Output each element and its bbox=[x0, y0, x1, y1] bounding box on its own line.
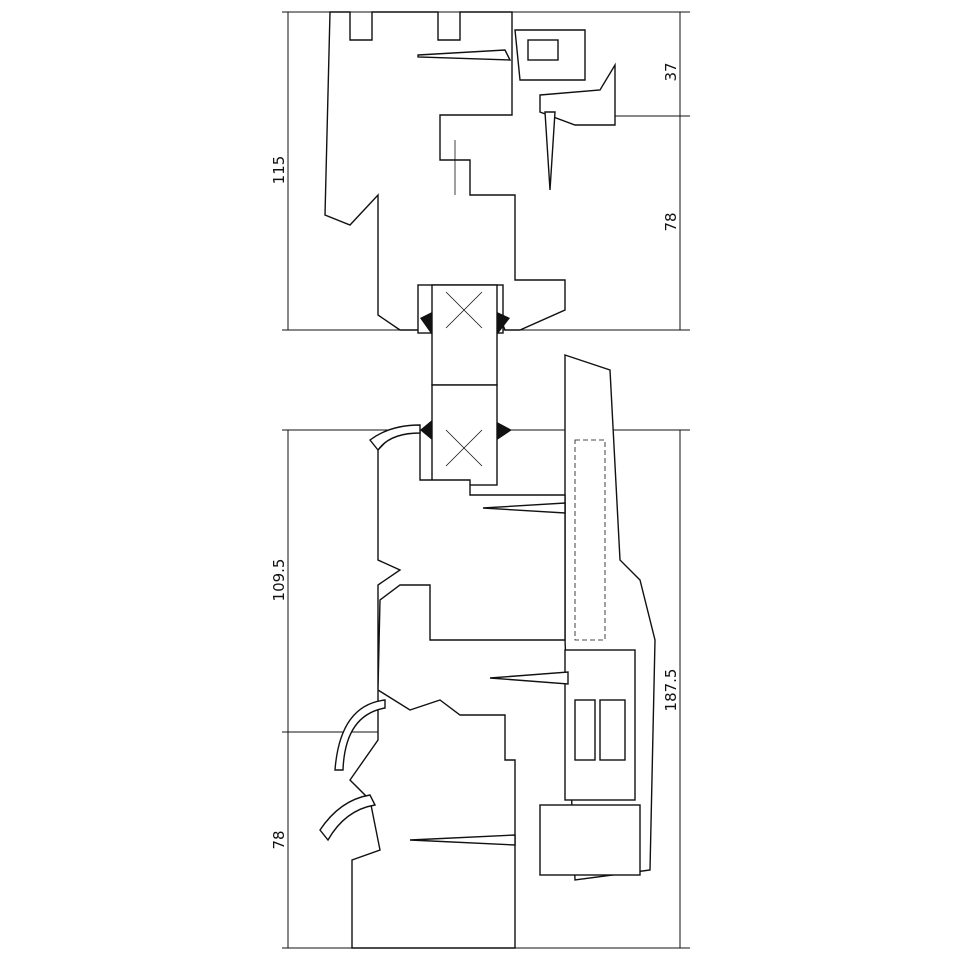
dim-lower-bottom-left: 78 bbox=[270, 830, 288, 849]
screw-upper bbox=[417, 49, 556, 191]
upper-shutter-guide bbox=[514, 29, 616, 126]
dim-upper-bottom: 78 bbox=[662, 212, 680, 231]
dim-lower-left: 109.5 bbox=[270, 559, 288, 602]
lower-frame-profile bbox=[319, 424, 566, 949]
dim-upper-top: 37 bbox=[662, 62, 680, 81]
dim-lower-right: 187.5 bbox=[662, 669, 680, 712]
glazing-unit bbox=[420, 284, 512, 486]
dim-upper-total: 115 bbox=[270, 156, 288, 185]
screws-lower bbox=[409, 502, 569, 846]
roller-shutter-box bbox=[539, 354, 656, 881]
